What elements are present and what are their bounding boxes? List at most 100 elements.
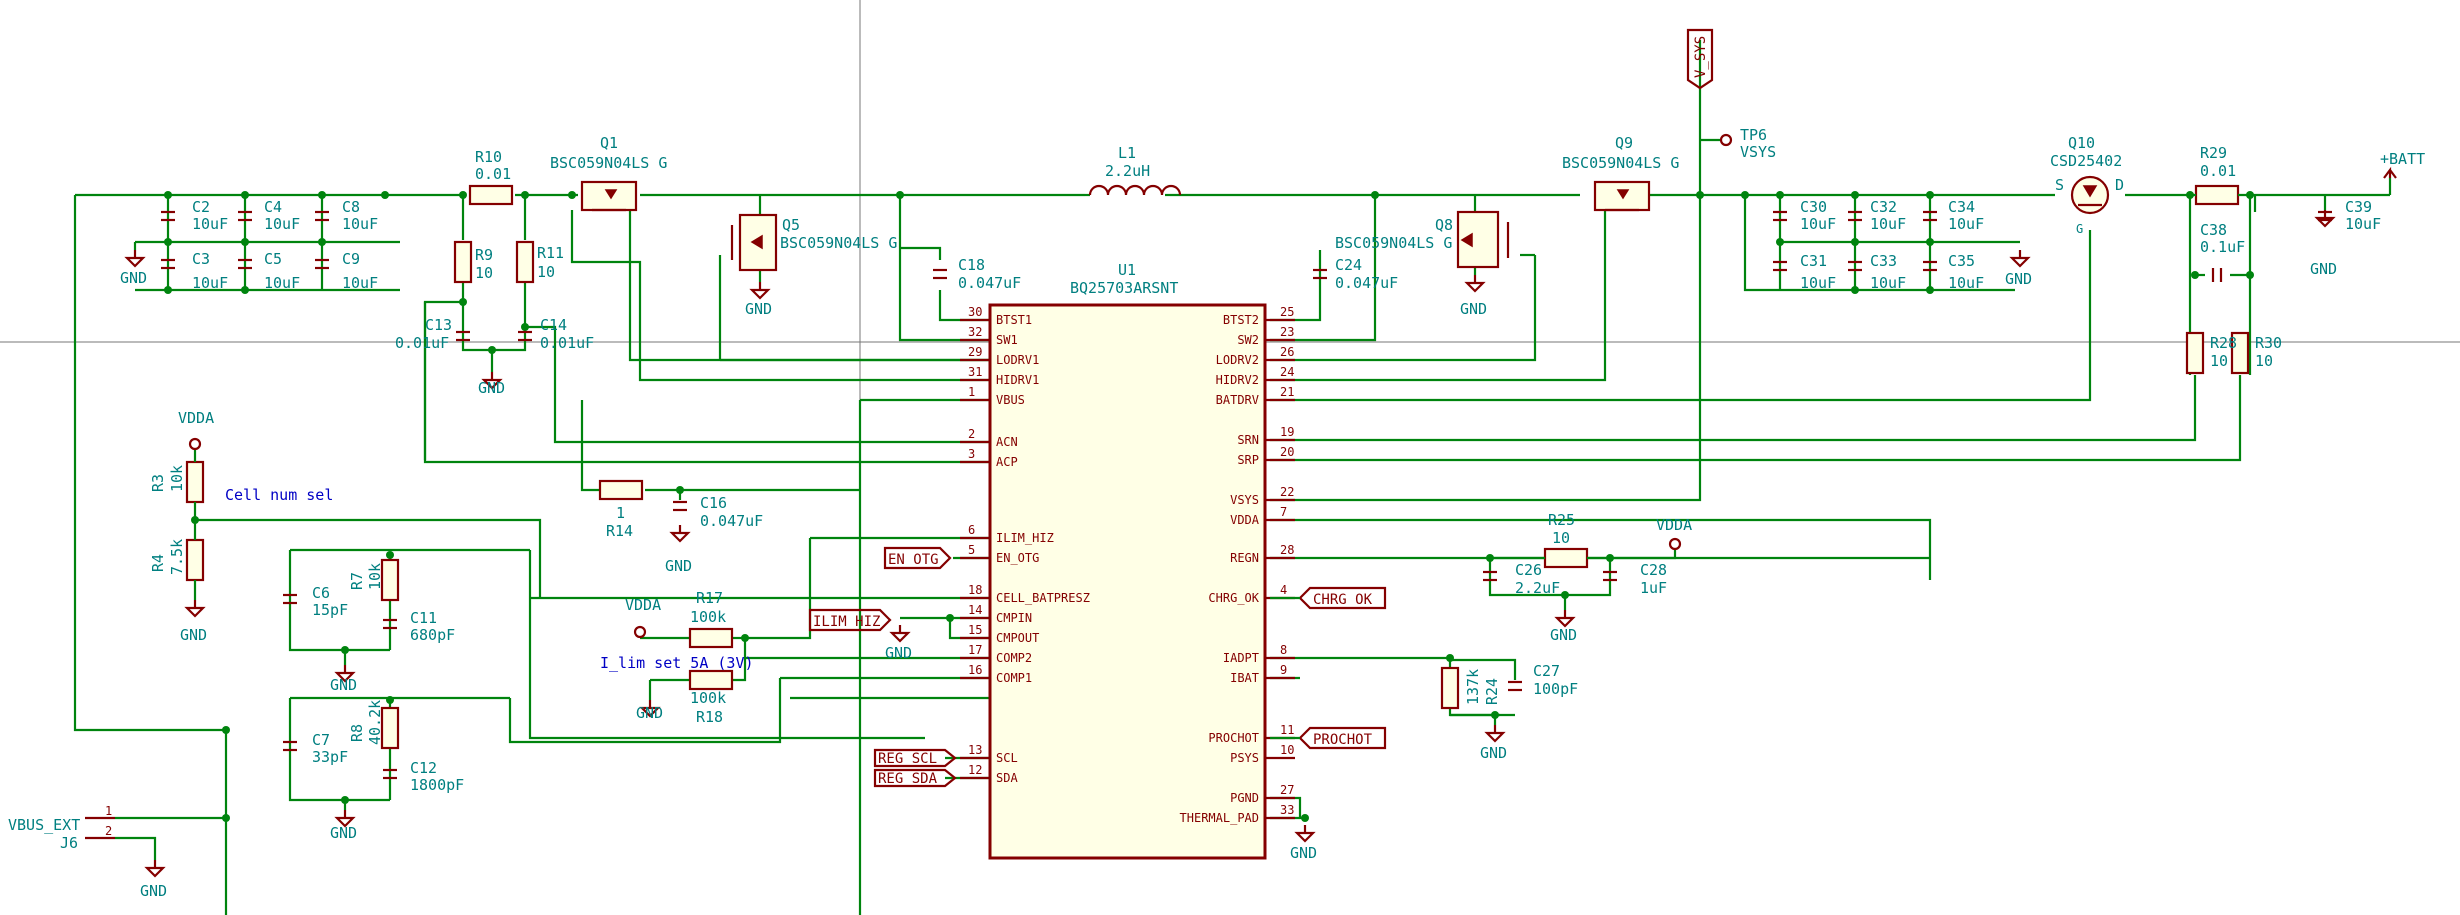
ref-l1: L1 [1118,144,1136,162]
ref-tp6: TP6 [1740,126,1767,144]
capacitor-c3 [161,258,175,270]
svg-text:1: 1 [105,804,112,818]
ic-pin-name: COMP2 [996,651,1032,665]
resistor-r30 [2230,331,2250,375]
capacitor-c8 [315,210,329,222]
val-c31: 10uF [1800,274,1836,292]
ic-pin-number: 17 [968,643,982,657]
capacitor-c27 [1508,680,1522,692]
component-texts: C2 10uF C3 10uF C4 10uF C5 10uF C8 10uF … [8,126,2381,852]
ref-r3: R3 [149,474,167,492]
ref-c32: C32 [1870,198,1897,216]
mosfet-q1 [580,180,638,212]
capacitor-c14 [518,330,532,342]
svg-text:2: 2 [105,824,112,838]
ic-pin-number: 1 [968,385,975,399]
resistor-r18 [688,669,734,691]
capacitor-c28 [1603,570,1617,582]
ref-r29: R29 [2200,144,2227,162]
note-ilim-set: I_lim set 5A (3V) [600,654,754,672]
ic-pin-name: CHRG_OK [1208,591,1259,605]
resistor-r10 [468,184,514,206]
ic-pin-number: 33 [1280,803,1294,817]
ic-pin-name: THERMAL_PAD [1180,811,1259,825]
connector-j6: 1 2 [85,804,157,860]
ref-r8: R8 [348,724,366,742]
val-c6: 15pF [312,601,348,619]
q10-drain: D [2115,176,2124,194]
gnd-label: GND [1550,626,1577,644]
ref-c14: C14 [540,316,567,334]
gnd-label: GND [180,626,207,644]
mosfet-q10 [2070,175,2110,215]
ref-c11: C11 [410,609,437,627]
ref-r18: R18 [696,708,723,726]
val-q10: CSD25402 [2050,152,2122,170]
val-r4: 7.5k [168,539,186,575]
resistor-symbols [185,184,2250,750]
mosfet-q8 [1456,210,1510,269]
wires [73,40,2390,915]
ic-pin-number: 19 [1280,425,1294,439]
gnd-label: GND [885,644,912,662]
ref-r17: R17 [696,589,723,607]
capacitor-c31 [1773,260,1787,272]
val-c28: 1uF [1640,579,1667,597]
capacitor-c5 [238,258,252,270]
capacitor-c18 [933,268,947,280]
val-c32: 10uF [1870,215,1906,233]
val-q5: BSC059N04LS G [780,234,897,252]
ic-pin-name: SRN [1237,433,1259,447]
capacitor-c24 [1313,268,1327,280]
capacitor-c6 [283,593,297,605]
ic-value: BQ25703ARSNT [1070,279,1178,297]
ic-pin-name: VDDA [1230,513,1260,527]
capacitor-c2 [161,210,175,222]
ref-c24: C24 [1335,256,1362,274]
ic-pin-number: 5 [968,543,975,557]
ref-c27: C27 [1533,662,1560,680]
ground-labels: GND GND GND GND GND GND GND GND GND GND … [120,260,2337,900]
ic-pin-number: 22 [1280,485,1294,499]
ic-u1 [988,303,1267,860]
net-flag-v-sys: V_SYS [1686,28,1714,90]
resistor-r24 [1440,666,1460,710]
capacitor-c12 [383,768,397,780]
val-c35: 10uF [1948,274,1984,292]
gnd-label: GND [1480,744,1507,762]
ic-pin-number: 24 [1280,365,1294,379]
ic-pin-name: SW2 [1237,333,1259,347]
ref-q10: Q10 [2068,134,2095,152]
capacitor-c35 [1923,260,1937,272]
ic-pin-name: SCL [996,751,1018,765]
capacitor-c16 [673,500,687,512]
capacitor-c30 [1773,210,1787,222]
capacitor-c13 [456,330,470,342]
ic-pin-number: 15 [968,623,982,637]
val-c3: 10uF [192,274,228,292]
netlabel-reg-sda: REG_SDA [878,771,938,787]
val-r17: 100k [690,608,726,626]
ref-q9: Q9 [1615,134,1633,152]
vdda-label: VDDA [625,596,661,614]
gnd-label: GND [1460,300,1487,318]
ref-r10: R10 [475,148,502,166]
resistor-r11 [515,240,535,284]
vbus-ext-label: VBUS_EXT [8,816,80,834]
ic-pin-number: 9 [1280,663,1287,677]
val-c7: 33pF [312,748,348,766]
mosfet-q9 [1593,180,1651,212]
q10-gate: G [2076,222,2083,236]
